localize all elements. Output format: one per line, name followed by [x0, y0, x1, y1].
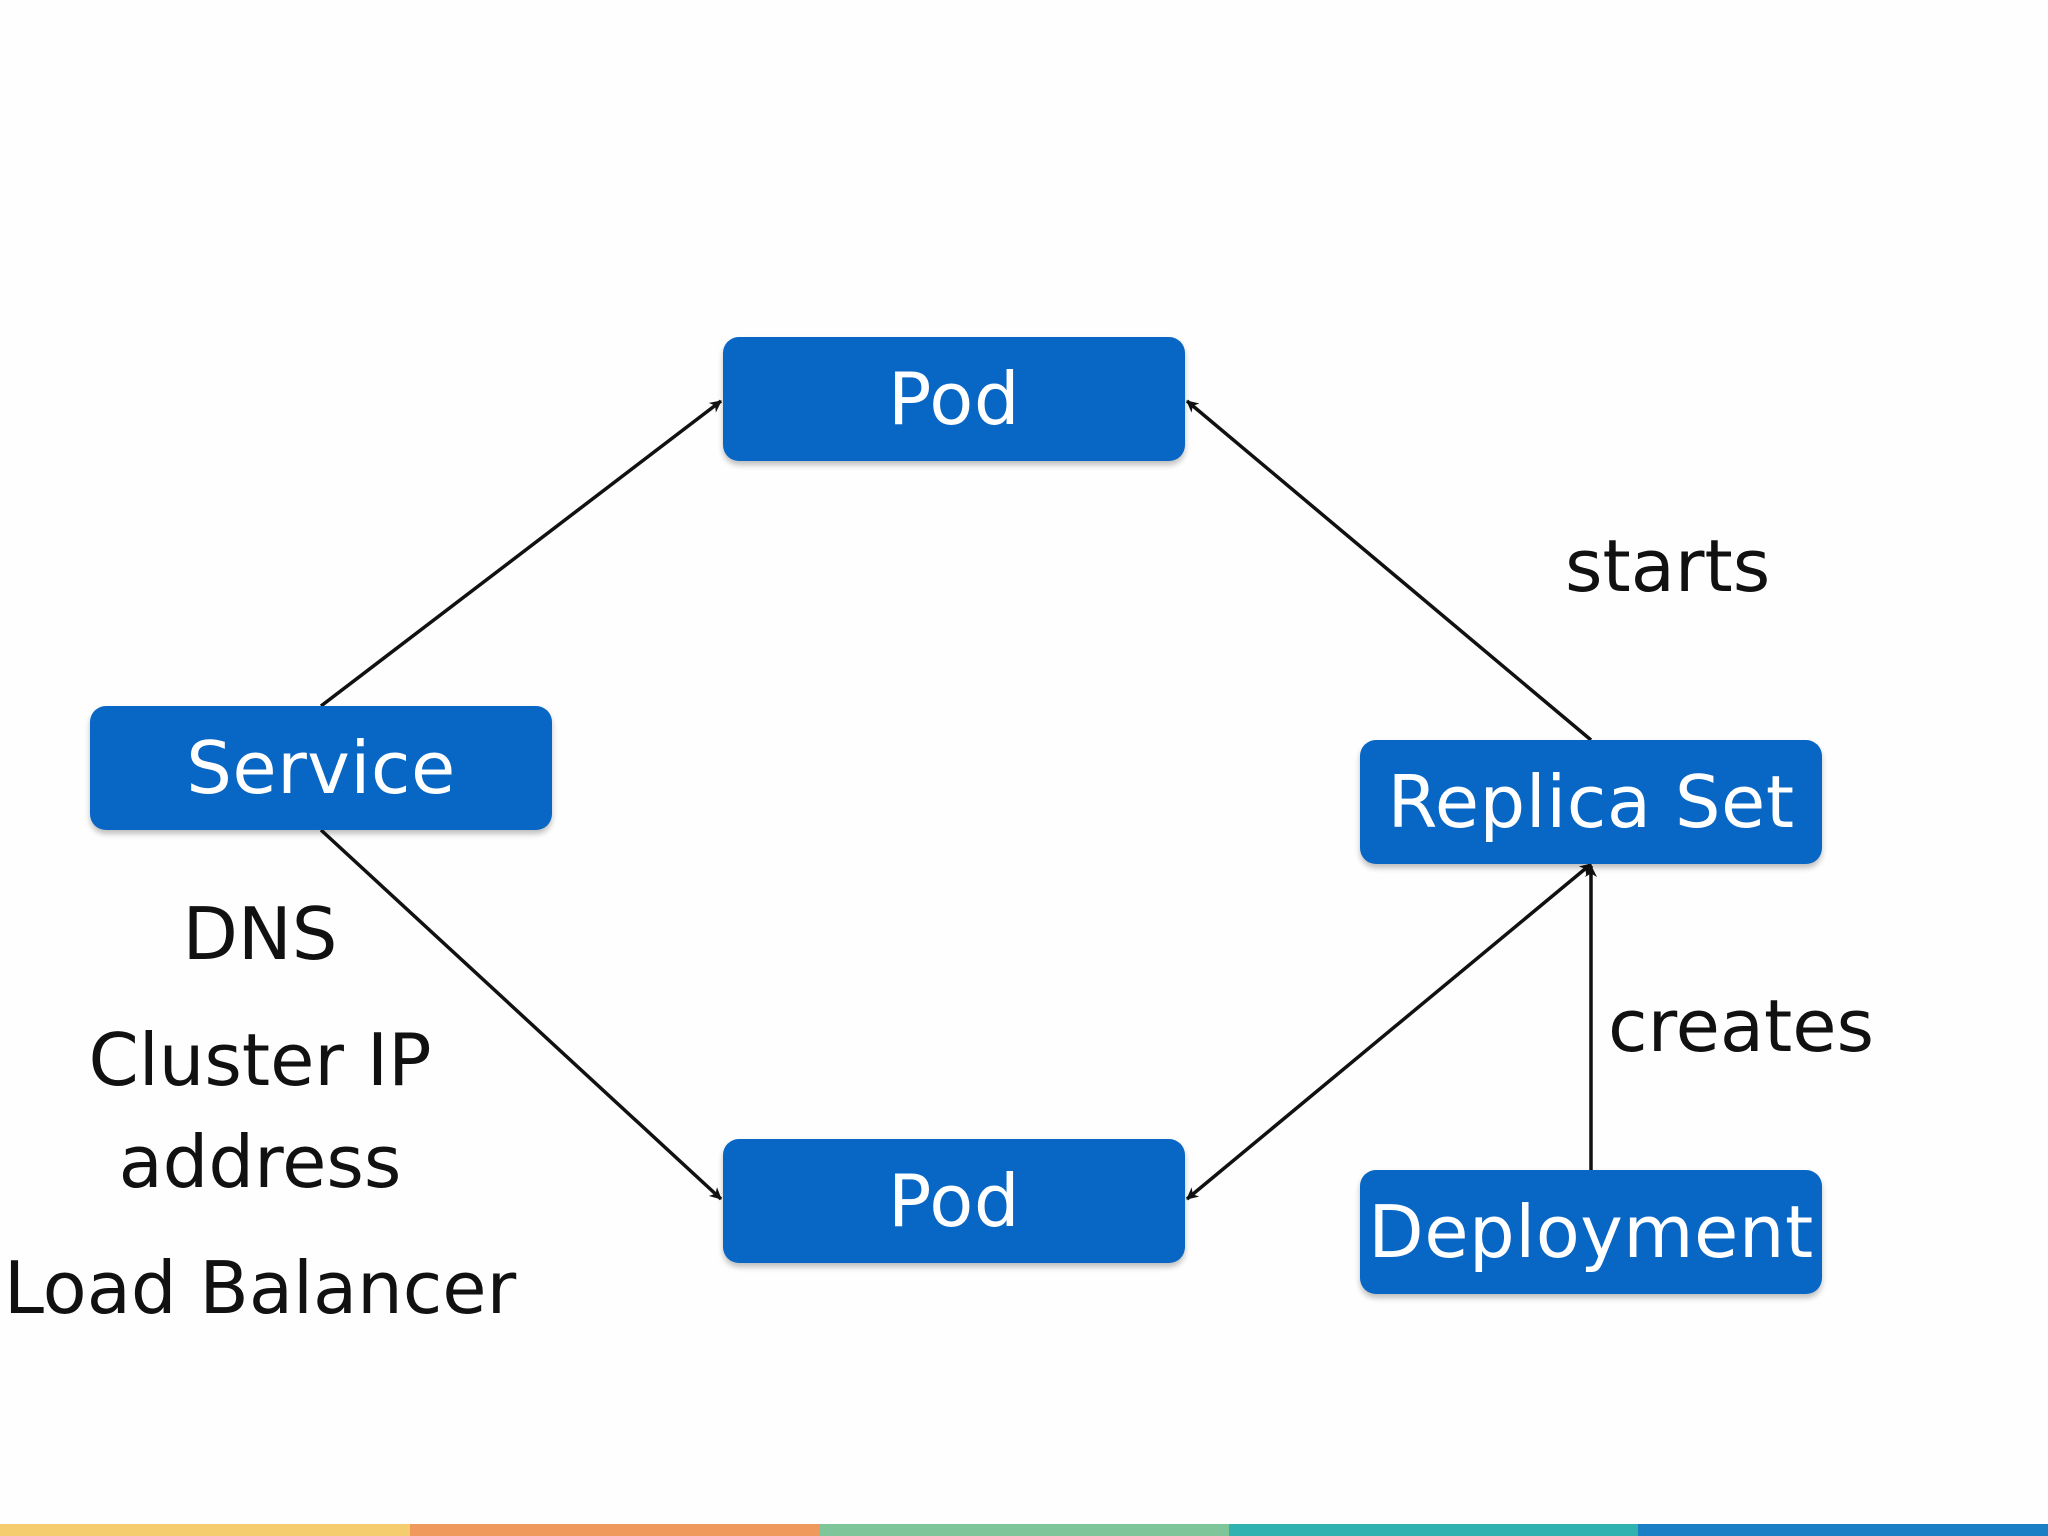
pod-top-label: Pod [887, 357, 1021, 441]
creates-edge-label: creates [1608, 984, 1875, 1068]
cluster-ip-note: Cluster IP [88, 1018, 432, 1102]
footer-stripe-segment-4 [1228, 1524, 1639, 1536]
service-label: Service [186, 726, 456, 810]
replica-set-label: Replica Set [1387, 760, 1795, 844]
deployment-node[interactable]: Deployment [1360, 1170, 1822, 1294]
edge-replicaset-to-pod-bottom [1185, 862, 1593, 1201]
starts-edge-label: starts [1565, 524, 1771, 608]
deployment-label: Deployment [1368, 1190, 1814, 1274]
service-node[interactable]: Service [90, 706, 552, 830]
edge-service-to-pod-top [319, 399, 723, 708]
footer-stripe-segment-2 [409, 1524, 820, 1536]
replica-set-node[interactable]: Replica Set [1360, 740, 1822, 864]
footer-stripe-segment-1 [0, 1524, 410, 1536]
footer-stripe-segment-3 [819, 1524, 1229, 1536]
load-balancer-note: Load Balancer [3, 1246, 517, 1330]
dns-note: DNS [182, 892, 338, 976]
cluster-ip-address-note: address [118, 1120, 402, 1204]
edge-replicaset-to-pod-top [1185, 399, 1593, 742]
footer-stripe-segment-5 [1638, 1524, 2048, 1536]
pod-top-node[interactable]: Pod [723, 337, 1185, 461]
pod-bottom-label: Pod [887, 1159, 1021, 1243]
edge-service-to-pod-bottom [319, 828, 723, 1201]
pod-bottom-node[interactable]: Pod [723, 1139, 1185, 1263]
